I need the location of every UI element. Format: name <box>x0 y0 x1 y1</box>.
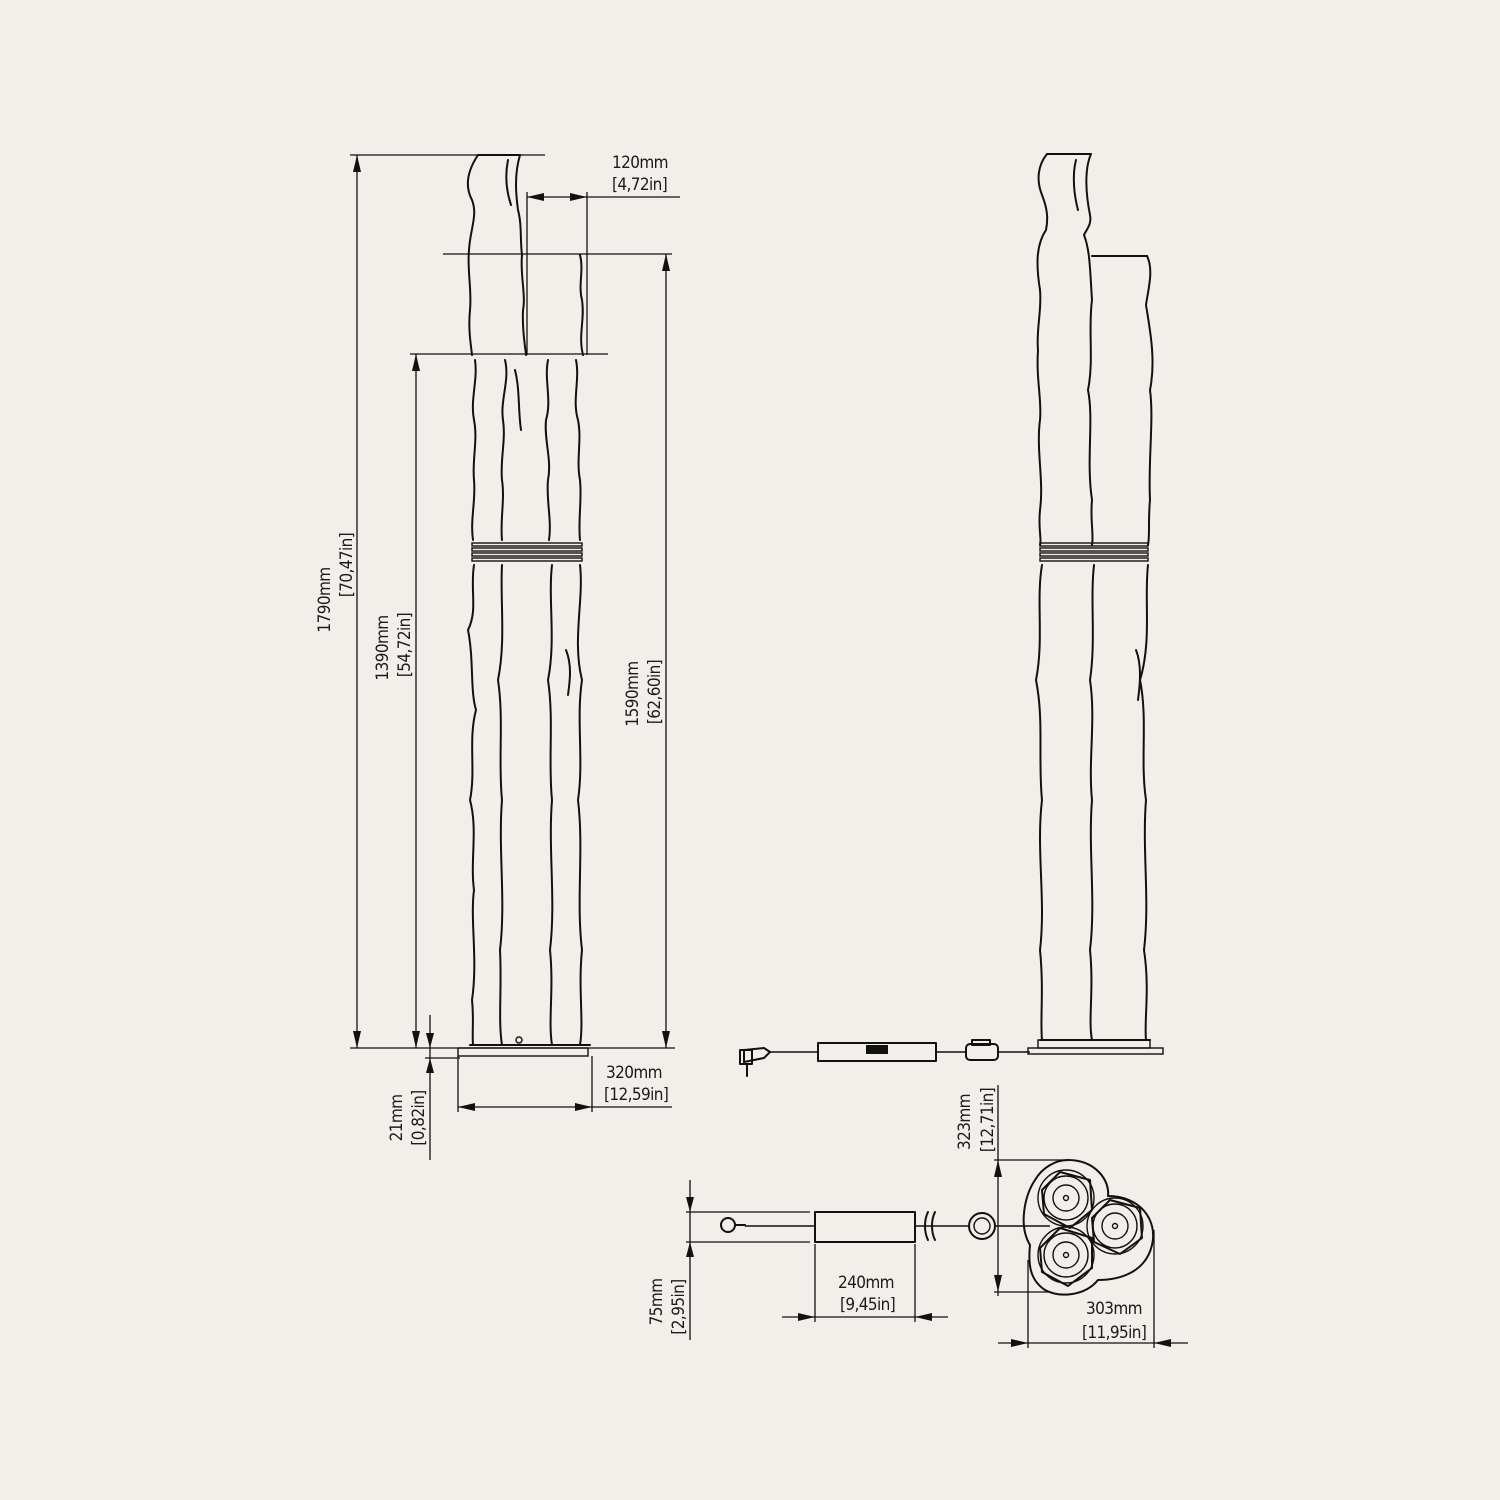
dim-303-mm: 303mm <box>1086 1299 1142 1319</box>
dim-120-in: [4,72in] <box>612 175 667 195</box>
plan-view <box>720 1159 1155 1296</box>
front-elevation-view <box>457 154 591 1057</box>
dim-120-mm: 120mm <box>612 153 668 173</box>
dim-1590-mm: 1590mm <box>623 661 643 726</box>
dim-21-in: [0,82in] <box>409 1090 429 1145</box>
dim-75-in: [2,95in] <box>669 1279 689 1334</box>
front-dimensions <box>350 154 680 1160</box>
dim-320-mm: 320mm <box>606 1063 662 1083</box>
dim-75-mm: 75mm <box>647 1279 667 1326</box>
dim-323-mm: 323mm <box>955 1094 975 1150</box>
dim-303-in: [11,95in] <box>1082 1323 1146 1343</box>
dim-1790-in: [70,47in] <box>337 533 357 597</box>
dim-323-in: [12,71in] <box>978 1088 998 1152</box>
dim-1790-mm: 1790mm <box>315 567 335 632</box>
dim-1390-mm: 1390mm <box>373 615 393 680</box>
dim-1390-in: [54,72in] <box>395 613 415 677</box>
dim-21-mm: 21mm <box>387 1095 407 1142</box>
dim-320-in: [12,59in] <box>604 1085 668 1105</box>
dim-240-mm: 240mm <box>838 1273 894 1293</box>
plan-dimensions <box>686 1085 1188 1348</box>
dim-1590-in: [62,60in] <box>645 660 665 724</box>
side-elevation-view <box>739 153 1164 1077</box>
dim-240-in: [9,45in] <box>840 1295 895 1315</box>
